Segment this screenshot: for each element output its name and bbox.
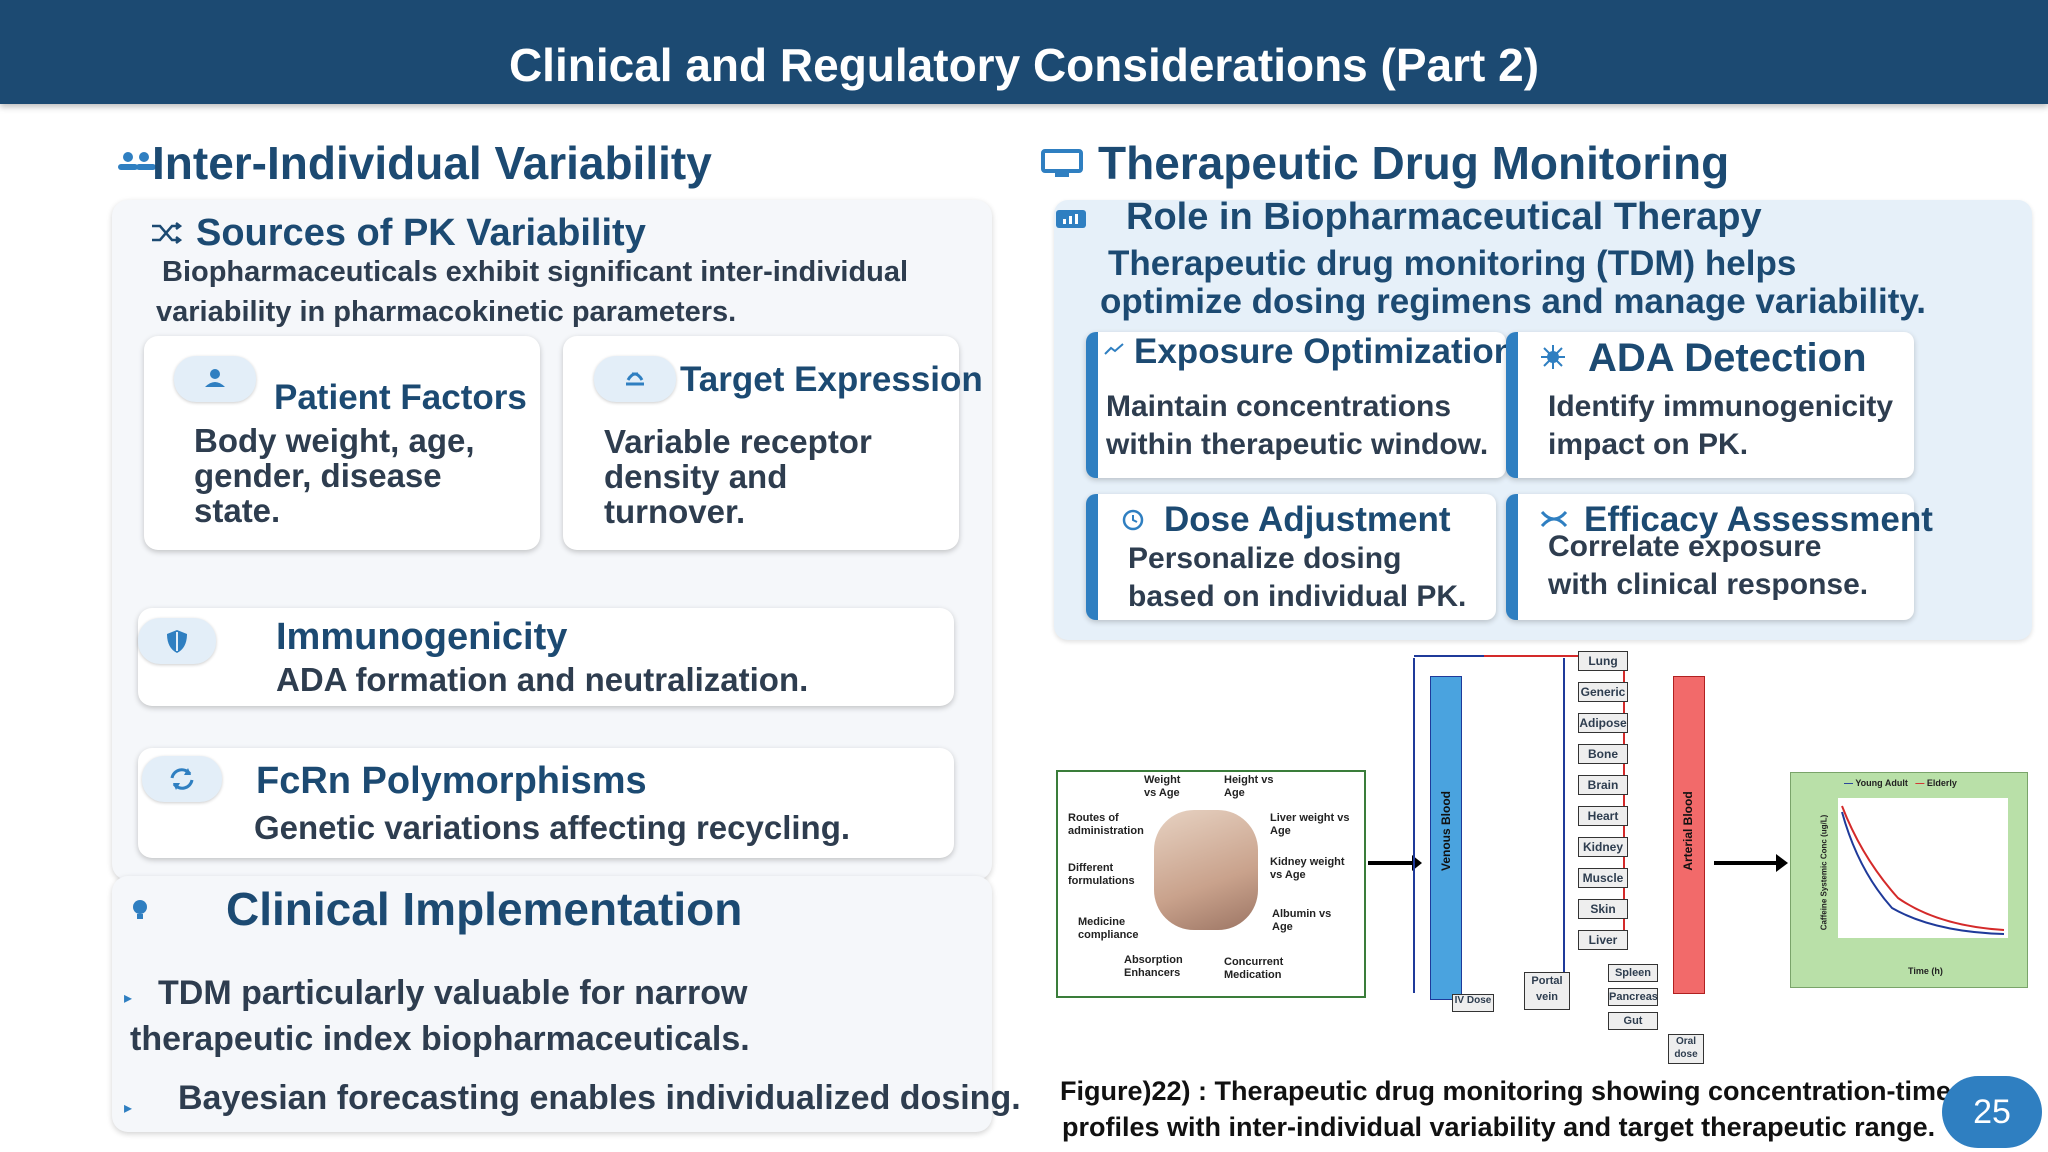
tdm-heading: Therapeutic Drug Monitoring — [1098, 137, 1730, 189]
recycle-icon-pill — [142, 756, 222, 802]
slide-title: Clinical and Regulatory Considerations (… — [508, 39, 1540, 91]
portal-vein-box: Portal vein — [1524, 972, 1570, 1010]
dna-icon — [1540, 508, 1568, 535]
label-formulations: Different formulations — [1068, 862, 1135, 887]
efficacy-card — [1506, 494, 1914, 620]
dose-card — [1086, 494, 1496, 620]
efficacy-title: Efficacy Assessment — [1584, 500, 1933, 539]
user-icon — [205, 369, 225, 387]
organ-box: Pancreas — [1608, 988, 1658, 1006]
role-line-1: Therapeutic drug monitoring (TDM) helps — [1108, 244, 1797, 283]
receptor-icon-pill — [594, 356, 676, 402]
shuffle-icon — [150, 222, 183, 249]
exposure-card — [1086, 332, 1506, 478]
elderly-woman-photo — [1154, 810, 1258, 930]
role-title: Role in Biopharmaceutical Therapy — [1126, 196, 1762, 238]
label-weight-age: Weight vs Age — [1144, 774, 1181, 799]
oral-dose-box: Oral dose — [1668, 1034, 1704, 1064]
immunogenicity-card — [138, 608, 954, 706]
bullet-marker: ▸ — [124, 990, 133, 1007]
pbpk-figure: Weight vs Age Height vs Age Routes of ad… — [1054, 648, 2032, 1068]
organ-box: Bone — [1578, 744, 1628, 764]
shield-icon-pill — [138, 618, 216, 664]
dose-title: Dose Adjustment — [1164, 500, 1451, 539]
fcrn-title: FcRn Polymorphisms — [256, 760, 647, 802]
organ-box: Skin — [1578, 899, 1628, 919]
receptor-icon — [626, 372, 644, 386]
fcrn-card — [138, 748, 954, 858]
venous-blood-bar — [1430, 676, 1462, 1000]
clock-icon — [1120, 508, 1146, 537]
label-concurrent: Concurrent Medication — [1224, 956, 1284, 981]
ada-title: ADA Detection — [1588, 336, 1867, 380]
arterial-blood-bar — [1673, 676, 1705, 994]
label-kidney-weight: Kidney weight vs Age — [1270, 856, 1345, 881]
pk-x-label: Time (h) — [1908, 966, 1943, 976]
organ-box: Liver — [1578, 930, 1628, 950]
venous-blood-label: Venous Blood — [1439, 791, 1453, 872]
fcrn-text: Genetic variations affecting recycling. — [254, 809, 851, 846]
organ-box: Kidney — [1578, 837, 1628, 857]
chart-icon — [1056, 208, 1086, 235]
user-icon-pill — [174, 356, 256, 402]
exposure-text: Maintain concentrations within therapeut… — [1106, 390, 1489, 461]
figure-caption-1: Figure)22) : Therapeutic drug monitoring… — [1060, 1076, 1952, 1106]
pk-y-label: Caffeine Systemic Conc (ug/L) — [1819, 814, 1829, 931]
variability-heading: Inter-Individual Variability — [152, 137, 712, 189]
header-bar — [0, 0, 2048, 104]
users-icon — [116, 150, 156, 178]
ada-text: Identify immunogenicity impact on PK. — [1548, 390, 1894, 461]
immunogenicity-title: Immunogenicity — [276, 616, 568, 658]
sources-text: Biopharmaceuticals exhibit significant i… — [156, 256, 909, 328]
label-absorption: Absorption Enhancers — [1124, 954, 1183, 979]
organ-box: Lung — [1578, 651, 1628, 671]
organ-box: Spleen — [1608, 964, 1658, 982]
label-liver-weight: Liver weight vs Age — [1270, 812, 1350, 837]
pk-curve-legend: — Young Adult — Elderly — [1844, 778, 1957, 788]
page-number-badge — [1942, 1076, 2042, 1148]
target-expression-text: Variable receptor density and turnover. — [604, 423, 872, 530]
label-height-age: Height vs Age — [1224, 774, 1274, 799]
efficacy-text: Correlate exposure with clinical respons… — [1548, 530, 1869, 601]
sources-title: Sources of PK Variability — [196, 212, 646, 254]
organ-box: Heart — [1578, 806, 1628, 826]
arterial-blood-label: Arterial Blood — [1681, 791, 1695, 871]
clinical-bullet-2: Bayesian forecasting enables individuali… — [178, 1079, 1021, 1117]
exposure-title: Exposure Optimization — [1134, 332, 1516, 371]
lightbulb-icon — [128, 898, 152, 929]
page-number: 25 — [1973, 1093, 2011, 1131]
immunogenicity-text: ADA formation and neutralization. — [276, 661, 809, 698]
label-albumin: Albumin vs Age — [1272, 908, 1332, 933]
bullet-marker: ▸ — [124, 1100, 133, 1117]
target-expression-title: Target Expression — [680, 360, 983, 399]
monitor-icon — [1040, 148, 1084, 183]
recycle-icon — [170, 768, 194, 790]
trend-icon — [1104, 342, 1124, 361]
organ-box: Brain — [1578, 775, 1628, 795]
role-line-2: optimize dosing regimens and manage vari… — [1100, 282, 1926, 321]
patient-factors-title: Patient Factors — [274, 378, 527, 417]
label-routes: Routes of administration — [1068, 812, 1144, 837]
patient-factors-text: Body weight, age, gender, disease state. — [194, 422, 475, 529]
figure-caption-2: profiles with inter-individual variabili… — [1062, 1112, 1936, 1142]
pk-curve-plot — [1838, 798, 2008, 938]
organ-box: Generic — [1578, 682, 1628, 702]
dose-text: Personalize dosing based on individual P… — [1128, 542, 1467, 613]
iv-dose-box: IV Dose — [1452, 994, 1494, 1012]
label-compliance: Medicine compliance — [1078, 916, 1139, 941]
organ-box: Adipose — [1578, 713, 1628, 733]
organ-box: Gut — [1608, 1012, 1658, 1030]
virus-icon — [1540, 344, 1566, 375]
shield-icon — [167, 630, 187, 653]
clinical-title: Clinical Implementation — [226, 883, 743, 935]
ada-card — [1506, 332, 1914, 478]
organ-box: Muscle — [1578, 868, 1628, 888]
clinical-bullet-1: TDM particularly valuable for narrow the… — [130, 974, 750, 1058]
clinical-panel — [112, 876, 992, 1132]
